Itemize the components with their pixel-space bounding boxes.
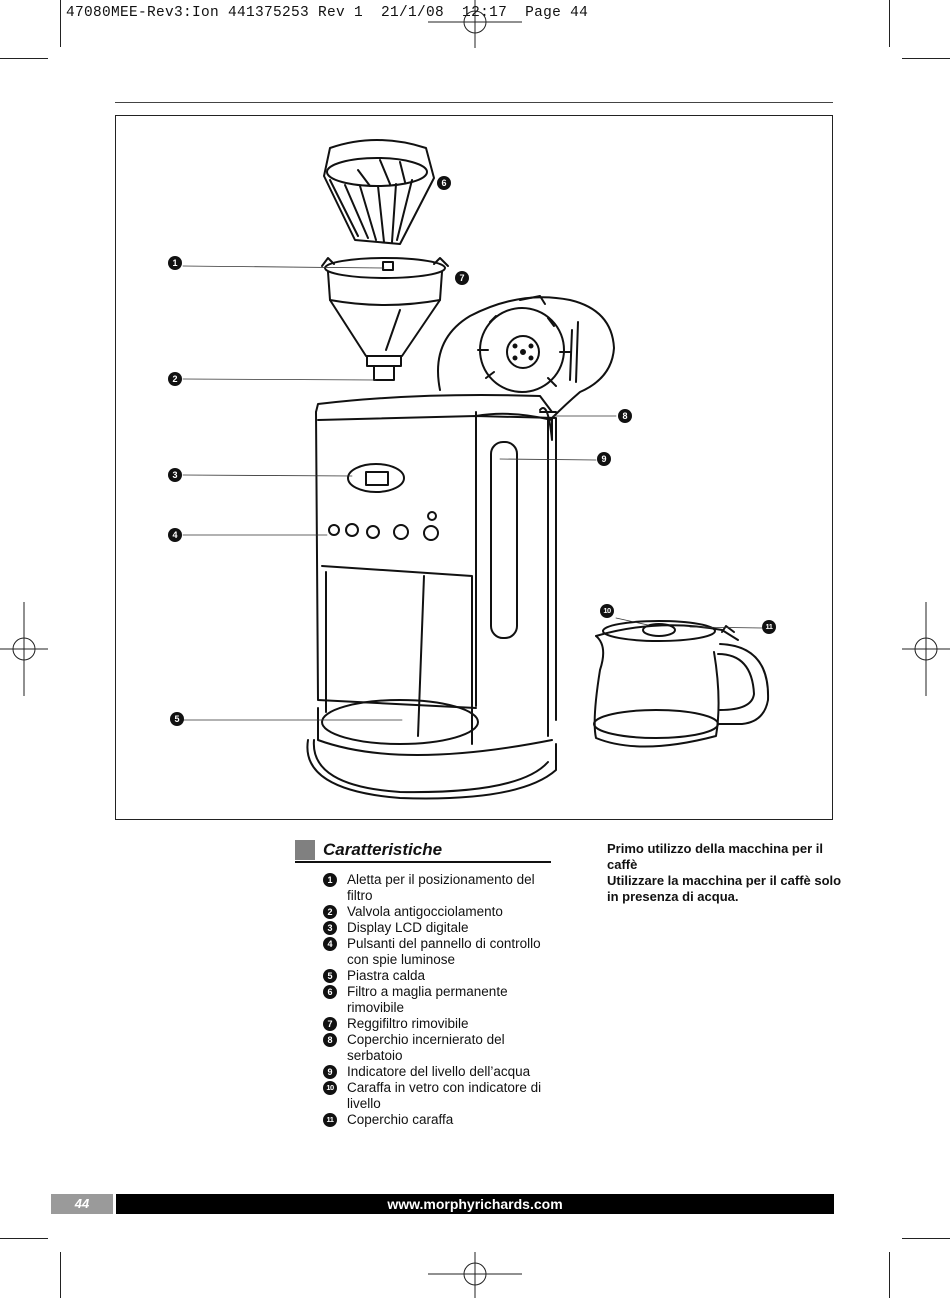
list-item-text: Reggifiltro rimovibile	[347, 1016, 469, 1031]
list-item-text: Coperchio caraffa	[347, 1112, 454, 1127]
callout-7: 7	[455, 271, 469, 285]
list-item: 9 Indicatore del livello dell’acqua	[322, 1064, 562, 1080]
print-slug-line: 47080MEE-Rev3:Ion 441375253 Rev 1 21/1/0…	[66, 5, 589, 21]
filter-holder-drawing	[321, 257, 449, 381]
list-number: 3	[323, 921, 337, 935]
carafe-drawing	[593, 620, 770, 748]
list-item: 6 Filtro a maglia permanente rimovibile	[322, 984, 562, 1016]
list-number: 5	[323, 969, 337, 983]
list-item-text: Piastra calda	[347, 968, 426, 983]
callout-2: 2	[168, 372, 182, 386]
list-item-text: Caraffa in vetro con indicatore di livel…	[347, 1080, 542, 1111]
list-number: 9	[323, 1065, 337, 1079]
list-number: 11	[323, 1113, 337, 1127]
section-title: Caratteristiche	[323, 840, 443, 859]
note-heading: Primo utilizzo della macchina per il caf…	[607, 841, 823, 872]
hinged-lid-drawing	[437, 295, 615, 441]
list-number: 4	[323, 937, 337, 951]
list-item-text: Display LCD digitale	[347, 920, 469, 935]
page-number-box: 44	[51, 1194, 113, 1214]
first-use-note: Primo utilizzo della macchina per il caf…	[607, 841, 847, 905]
callout-5: 5	[170, 712, 184, 726]
callout-4: 4	[168, 528, 182, 542]
list-number: 2	[323, 905, 337, 919]
callout-6: 6	[437, 176, 451, 190]
section-marker-square	[295, 840, 315, 860]
list-item: 7 Reggifiltro rimovibile	[322, 1016, 562, 1032]
list-number: 1	[323, 873, 337, 887]
permanent-filter-drawing	[323, 139, 435, 245]
note-body: Utilizzare la macchina per il caffè solo…	[607, 873, 842, 904]
list-item: 1 Aletta per il posizionamento del filtro	[322, 872, 562, 904]
list-item-text: Indicatore del livello dell’acqua	[347, 1064, 531, 1079]
list-item-text: Coperchio incernierato del serbatoio	[347, 1032, 505, 1063]
list-number: 6	[323, 985, 337, 999]
list-number: 8	[323, 1033, 337, 1047]
section-heading: Caratteristiche	[295, 839, 551, 863]
callout-1: 1	[168, 256, 182, 270]
callout-3: 3	[168, 468, 182, 482]
callout-9: 9	[597, 452, 611, 466]
list-item: 5 Piastra calda	[322, 968, 562, 984]
list-item: 3 Display LCD digitale	[322, 920, 562, 936]
website-link[interactable]: www.morphyrichards.com	[387, 1196, 563, 1212]
callout-8: 8	[618, 409, 632, 423]
features-list: 1 Aletta per il posizionamento del filtro…	[322, 872, 562, 1128]
page-number: 44	[74, 1196, 90, 1211]
list-item-text: Aletta per il posizionamento del filtro	[347, 872, 535, 903]
callout-11: 11	[762, 620, 776, 634]
list-item-text: Filtro a maglia permanente rimovibile	[347, 984, 508, 1015]
list-item: 11 Coperchio caraffa	[322, 1112, 562, 1128]
illustration-frame	[115, 115, 833, 820]
list-number: 7	[323, 1017, 337, 1031]
list-item: 2 Valvola antigocciolamento	[322, 904, 562, 920]
list-item-text: Valvola antigocciolamento	[347, 904, 503, 919]
header-rule	[115, 102, 833, 103]
list-item: 8 Coperchio incernierato del serbatoio	[322, 1032, 562, 1064]
machine-body-drawing	[306, 394, 557, 800]
callout-10: 10	[600, 604, 614, 618]
list-item: 10 Caraffa in vetro con indicatore di liv…	[322, 1080, 562, 1112]
list-item: 4 Pulsanti del pannello di controllo con …	[322, 936, 562, 968]
list-item-text: Pulsanti del pannello di controllo con s…	[347, 936, 541, 967]
callout-leader-lines	[182, 265, 763, 721]
list-number: 10	[323, 1081, 337, 1095]
footer-bar: www.morphyrichards.com	[116, 1194, 834, 1214]
